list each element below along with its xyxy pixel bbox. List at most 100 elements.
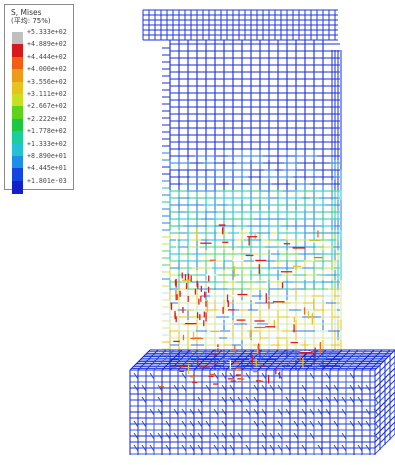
base-tie <box>181 420 187 428</box>
base-rebar <box>273 349 295 371</box>
legend-swatch <box>12 32 23 45</box>
base-tie <box>269 432 275 440</box>
base-tie <box>133 432 139 440</box>
base-tie <box>333 396 339 404</box>
base-tie <box>141 396 147 404</box>
base-tie <box>165 444 171 452</box>
base-tie <box>269 384 275 392</box>
base-tie <box>253 396 259 404</box>
base-tie <box>261 372 267 380</box>
base-rebar <box>257 349 279 371</box>
base-tie <box>221 444 227 452</box>
base-tie <box>333 444 339 452</box>
base-tie <box>341 444 347 452</box>
base-rebar <box>353 349 375 371</box>
base-tie <box>253 420 259 428</box>
legend-swatch <box>12 168 23 182</box>
base-tie <box>277 444 283 452</box>
base-tie <box>245 396 251 404</box>
base-tie <box>189 432 195 440</box>
base-rebar <box>313 349 335 371</box>
legend-label: +1.801e-03 <box>27 176 67 185</box>
legend-swatch <box>12 81 23 95</box>
legend-label: +2.667e+02 <box>27 102 67 111</box>
base-rebar <box>281 349 303 371</box>
base-tie <box>237 432 243 440</box>
legend-swatch <box>12 143 23 157</box>
base-tie <box>149 444 155 452</box>
base-rebar <box>145 349 167 371</box>
base-tie <box>277 408 283 416</box>
base-tie <box>157 384 163 392</box>
base-tie <box>229 384 235 392</box>
base-tie <box>325 396 331 404</box>
base-tie <box>293 432 299 440</box>
base-rebar <box>233 349 255 371</box>
base-rebar <box>169 349 191 371</box>
base-tie <box>357 420 363 428</box>
legend-label: +4.445e+01 <box>27 164 67 173</box>
base-tie <box>229 432 235 440</box>
base-tie <box>181 432 187 440</box>
base-tie <box>261 444 267 452</box>
base-tie <box>365 420 371 428</box>
base-tie <box>285 444 291 452</box>
base-tie <box>133 420 139 428</box>
base-tie <box>269 444 275 452</box>
base-tie <box>197 432 203 440</box>
legend-swatch <box>12 69 23 83</box>
base-rebar <box>265 349 287 371</box>
base-tie <box>357 384 363 392</box>
base-tie <box>309 372 315 380</box>
base-tie <box>317 420 323 428</box>
base-tie <box>237 396 243 404</box>
base-rebar <box>217 349 239 371</box>
legend-label: +1.778e+02 <box>27 127 67 136</box>
base-tie <box>317 408 323 416</box>
base-tie <box>261 408 267 416</box>
base-tie <box>197 396 203 404</box>
base-tie <box>357 444 363 452</box>
base-tie <box>133 372 139 380</box>
base-rebar <box>161 349 183 371</box>
base-tie <box>173 408 179 416</box>
base-tie <box>197 420 203 428</box>
base-tie <box>309 432 315 440</box>
base-rebar <box>329 349 351 371</box>
base-tie <box>261 432 267 440</box>
base-tie <box>349 372 355 380</box>
base-tie <box>349 420 355 428</box>
legend-subtitle: (平均: 75%) <box>11 17 51 25</box>
base-tie <box>221 396 227 404</box>
legend-label: +3.556e+02 <box>27 77 67 86</box>
base-tie <box>221 408 227 416</box>
base-tie <box>189 420 195 428</box>
base-tie <box>173 432 179 440</box>
base-rebar-cage <box>129 349 395 455</box>
base-tie <box>205 384 211 392</box>
base-tie <box>245 444 251 452</box>
base-tie <box>149 372 155 380</box>
base-tie <box>277 420 283 428</box>
base-tie <box>245 408 251 416</box>
legend-label: +2.222e+02 <box>27 114 67 123</box>
base-tie <box>229 396 235 404</box>
base-tie <box>221 420 227 428</box>
base-tie <box>349 384 355 392</box>
base-tie <box>229 372 235 380</box>
base-tie <box>157 432 163 440</box>
base-rebar <box>249 349 271 371</box>
base-tie <box>173 384 179 392</box>
base-tie <box>301 444 307 452</box>
base-rebar <box>137 349 159 371</box>
base-tie <box>341 432 347 440</box>
base-rebar <box>361 349 383 371</box>
base-tie <box>373 432 379 440</box>
legend-label: +3.111e+02 <box>27 90 67 98</box>
base-tie <box>181 384 187 392</box>
base-tie <box>229 444 235 452</box>
legend-swatch <box>12 156 23 169</box>
base-tie <box>333 420 339 428</box>
legend-swatch <box>12 106 23 120</box>
legend-label: +1.333e+02 <box>27 139 67 148</box>
